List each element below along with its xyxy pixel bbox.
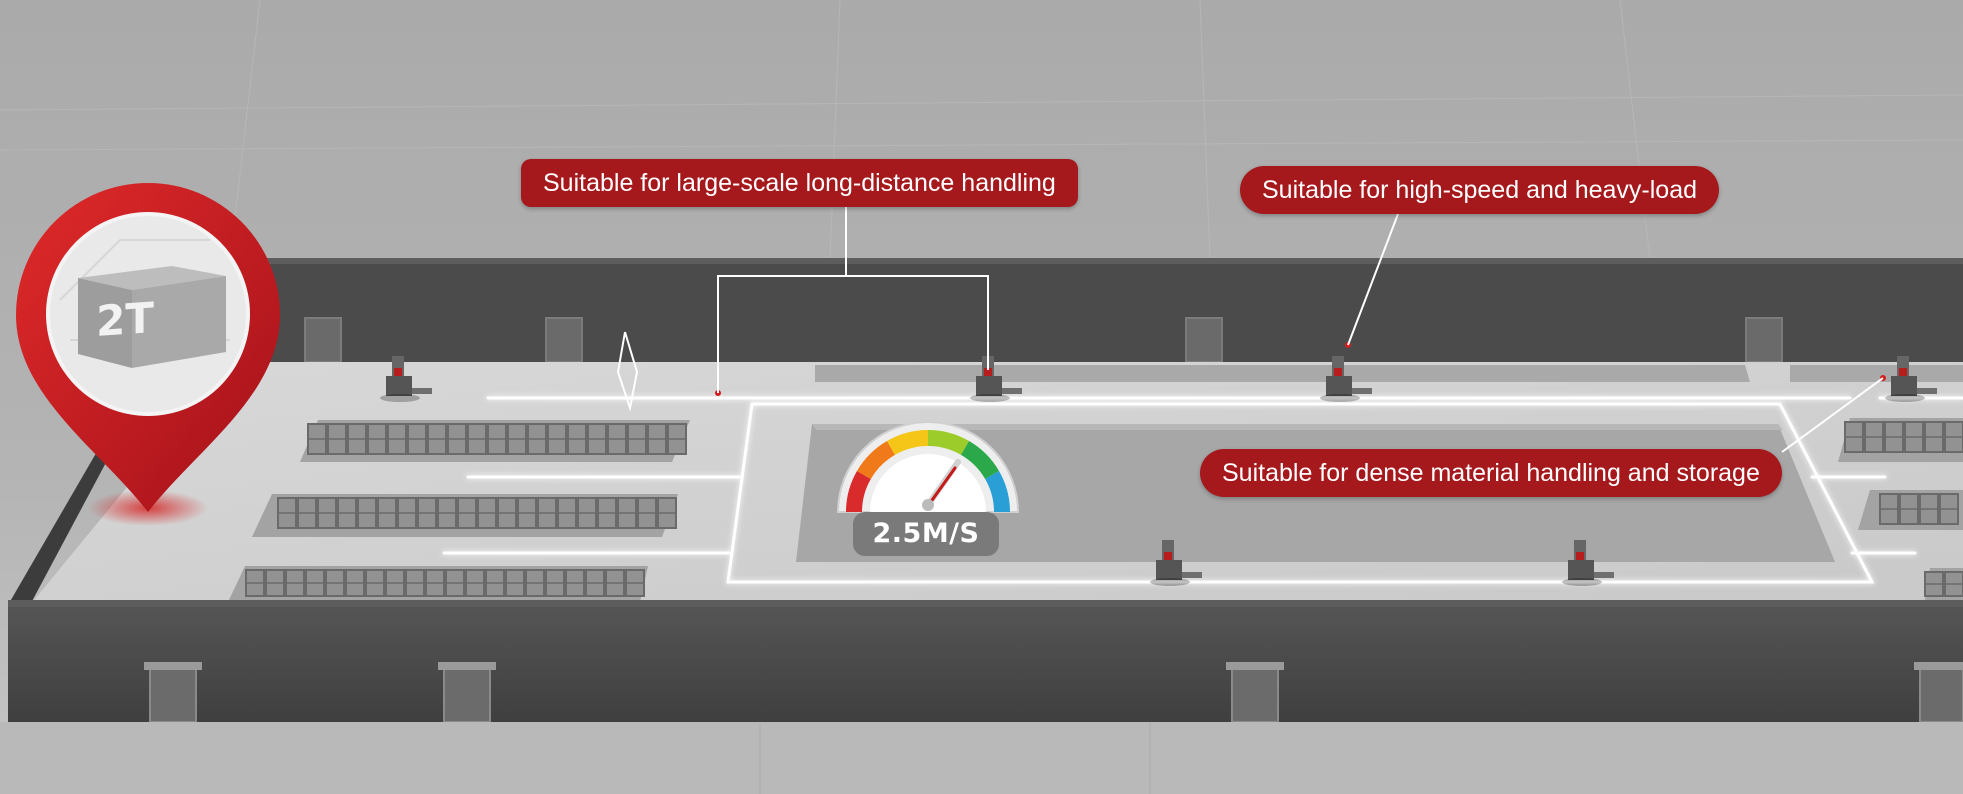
gauge-segment — [887, 430, 929, 455]
load-capacity-label: 2T — [96, 292, 154, 347]
gauge-segment — [927, 430, 969, 455]
gauge-segment — [960, 440, 1000, 480]
speedometer-gauge — [836, 421, 1020, 556]
gauge-segment — [856, 440, 896, 480]
speed-value: 2.5M/S — [872, 518, 980, 549]
gauge-segment — [985, 471, 1010, 513]
location-pin — [16, 183, 280, 526]
forklift-agv — [1885, 356, 1937, 402]
forklift-agv — [1320, 356, 1372, 402]
callout-long-distance: Suitable for large-scale long-distance h… — [521, 159, 1078, 207]
gauge-segment — [846, 471, 871, 513]
callout-high-speed: Suitable for high-speed and heavy-load — [1240, 166, 1720, 214]
forklift-agv — [1562, 540, 1614, 586]
callout-dense-storage: Suitable for dense material handling and… — [1200, 449, 1782, 497]
forklift-agv — [380, 356, 432, 402]
forklift-agv — [970, 356, 1022, 402]
forklift-agv — [1150, 540, 1202, 586]
